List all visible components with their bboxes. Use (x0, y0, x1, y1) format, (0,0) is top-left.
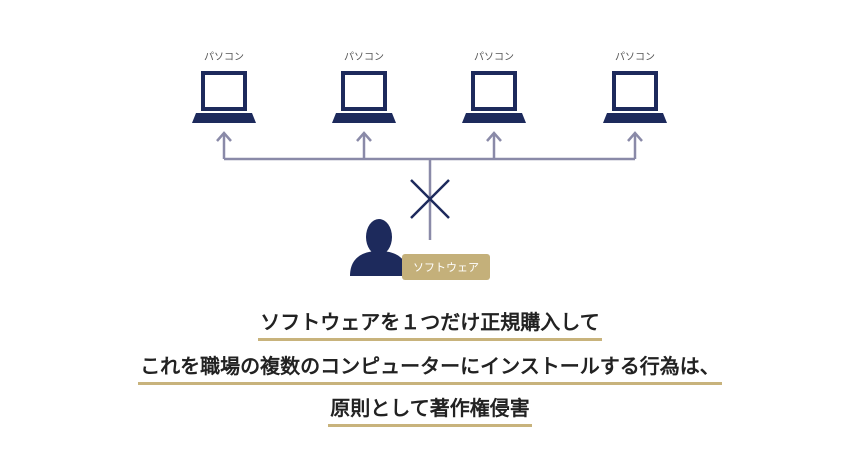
laptop-icon (192, 71, 256, 123)
caption-line-2: これを職場の複数のコンピューターにインストールする行為は、 (0, 352, 860, 385)
laptop-icon (332, 71, 396, 123)
arrow-up-icon (627, 131, 643, 142)
laptop-icon (603, 71, 667, 123)
software-badge: ソフトウェア (402, 254, 490, 280)
caption-line-3: 原則として著作権侵害 (0, 394, 860, 427)
computer-label-1: パソコン (204, 51, 244, 63)
person-icon (350, 219, 408, 276)
caption-text-1: ソフトウェアを１つだけ正規購入して (258, 308, 602, 341)
computer-label-2: パソコン (344, 51, 384, 63)
arrow-up-icon (216, 131, 232, 142)
arrowheads (216, 131, 643, 142)
computer-label-4: パソコン (615, 51, 655, 63)
arrow-up-icon (356, 131, 372, 142)
caption-text-3: 原則として著作権侵害 (328, 394, 532, 427)
arrow-up-icon (486, 131, 502, 142)
caption-text-2: これを職場の複数のコンピューターにインストールする行為は、 (138, 352, 722, 385)
computer-2: パソコン (332, 51, 396, 123)
computer-3: パソコン (462, 51, 526, 123)
computer-1: パソコン (192, 51, 256, 123)
software-badge-label: ソフトウェア (413, 261, 479, 274)
computer-4: パソコン (603, 51, 667, 123)
caption-line-1: ソフトウェアを１つだけ正規購入して (0, 308, 860, 341)
computer-label-3: パソコン (474, 51, 514, 63)
cross-mark-icon (410, 179, 450, 219)
laptop-icon (462, 71, 526, 123)
connector-lines (222, 134, 637, 240)
